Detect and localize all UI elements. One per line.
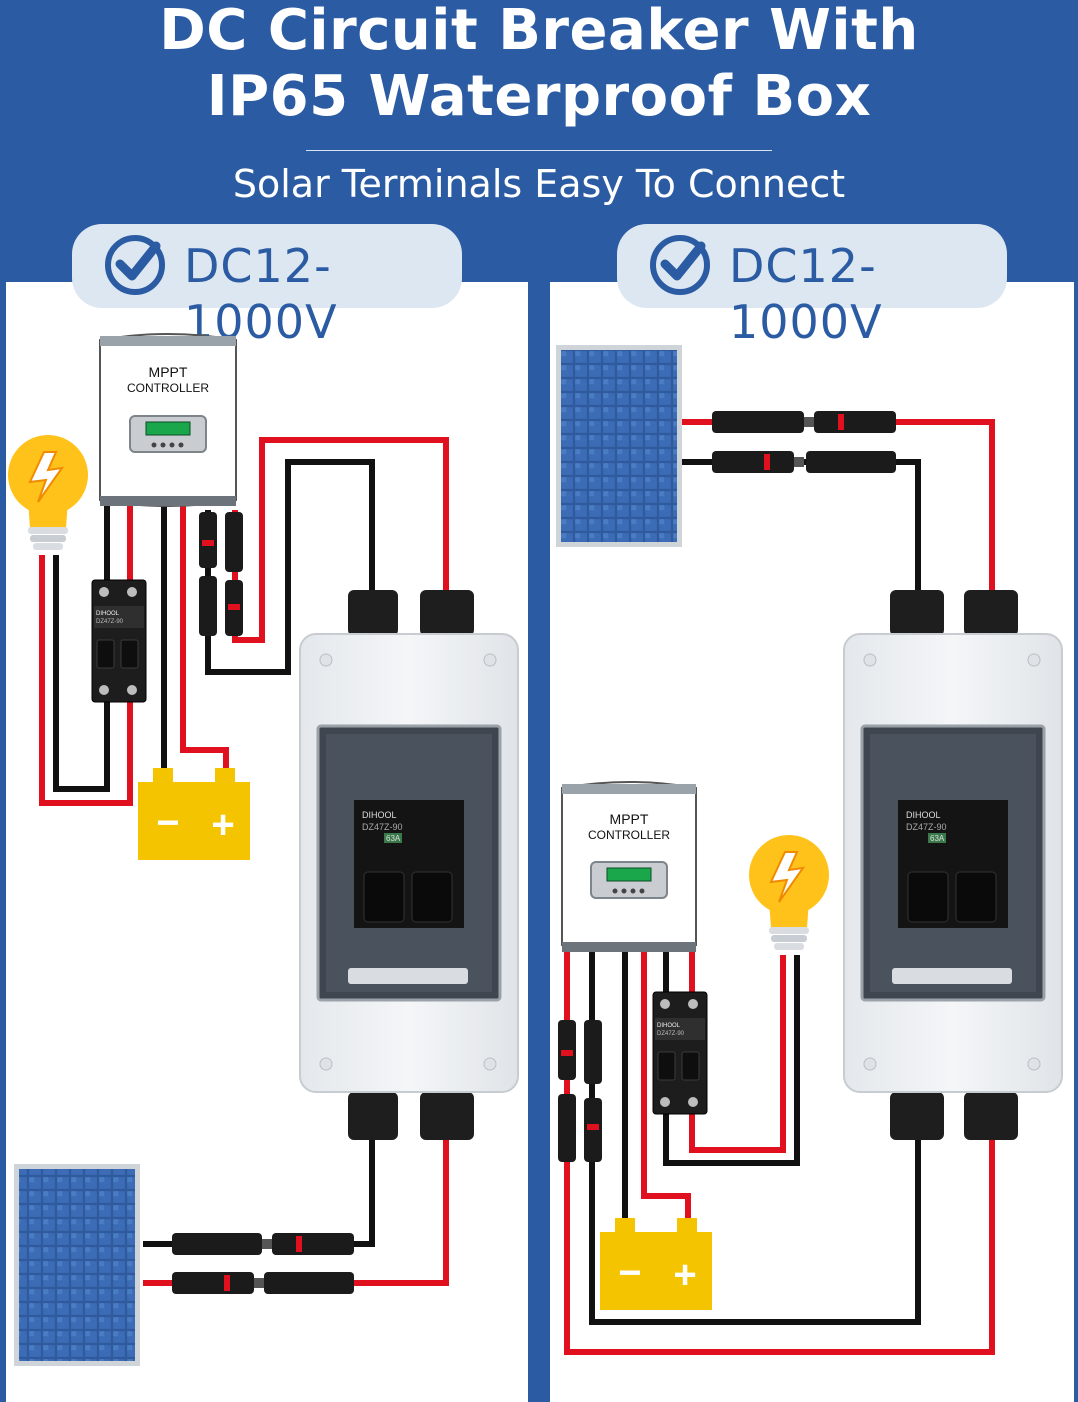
subtitle: Solar Terminals Easy To Connect [232,162,846,206]
left-diagram-panel [6,282,528,1402]
voltage-badge-left: DC12-1000V [72,224,462,349]
voltage-label-right: DC12-1000V [729,239,883,349]
right-diagram-panel [550,282,1074,1402]
check-circle-icon [650,235,710,295]
title-line-1: DC Circuit Breaker With [159,0,919,63]
voltage-badge-right: DC12-1000V [617,224,1007,349]
check-circle-icon [105,235,165,295]
title-divider [306,150,772,151]
voltage-label-left: DC12-1000V [184,239,338,349]
title-line-2: IP65 Waterproof Box [206,64,872,129]
